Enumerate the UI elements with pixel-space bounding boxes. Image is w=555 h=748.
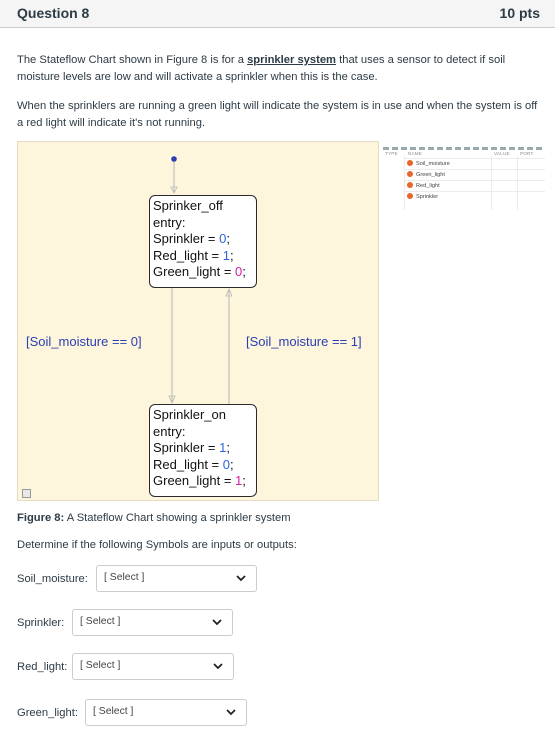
- label-sprinkler: Sprinkler:: [17, 617, 65, 629]
- transition-arrows: [168, 156, 233, 405]
- question-row-green-light: Green_light: [ Select ]: [17, 699, 249, 726]
- symbol-row[interactable]: Red_light: [405, 180, 545, 191]
- symbols-header-name: NAME: [408, 151, 423, 156]
- state-off-line-1: Sprinkler = 0;: [153, 231, 230, 246]
- symbol-row[interactable]: Sprinkler: [405, 191, 545, 202]
- question-title: Question 8: [17, 5, 90, 21]
- state-off-name: Sprinker_off: [153, 198, 223, 213]
- question-header: Question 8 10 pts: [0, 0, 555, 28]
- state-on-line-1: Sprinkler = 1;: [153, 440, 230, 455]
- stateflow-figure: Sprinker_off entry: Sprinkler = 0; Red_l…: [17, 141, 379, 501]
- question-points: 10 pts: [499, 5, 540, 21]
- question-paragraph-1: The Stateflow Chart shown in Figure 8 is…: [17, 54, 506, 83]
- question-row-sprinkler: Sprinkler: [ Select ]: [17, 609, 237, 636]
- symbol-row[interactable]: Green_light: [405, 169, 545, 180]
- label-red-light: Red_light:: [17, 661, 68, 673]
- state-off-entry: entry:: [153, 214, 186, 230]
- instruction-text: Determine if the following Symbols are i…: [17, 539, 297, 551]
- question-paragraph-2: When the sprinklers are running a green …: [17, 100, 538, 129]
- state-on-line-2: Red_light = 0;: [153, 456, 234, 472]
- data-icon: [407, 160, 413, 167]
- symbols-table: TYPE NAME VALUE PORT Soil_moisture Green…: [383, 147, 545, 220]
- state-on-line-3: Green_light = 1;: [153, 473, 246, 488]
- chevron-down-icon: [226, 709, 236, 716]
- select-red-light[interactable]: [ Select ]: [72, 653, 234, 680]
- state-sprinkler-on: Sprinkler_on entry: Sprinkler = 1; Red_l…: [149, 404, 257, 497]
- state-on-name: Sprinkler_on: [153, 407, 226, 422]
- symbols-header-value: VALUE: [494, 151, 510, 156]
- transition-label-soil-1: [Soil_moisture == 1]: [246, 334, 362, 349]
- chevron-down-icon: [236, 575, 246, 582]
- question-row-soil-moisture: Soil_moisture: [ Select ]: [17, 565, 262, 592]
- sprinkler-system-link[interactable]: sprinkler system: [247, 54, 337, 66]
- symbols-header-port: PORT: [520, 151, 534, 156]
- expand-icon: [22, 489, 31, 498]
- question-row-red-light: Red_light: [ Select ]: [17, 653, 237, 680]
- select-sprinkler[interactable]: [ Select ]: [72, 609, 233, 636]
- select-green-light[interactable]: [ Select ]: [85, 699, 247, 726]
- toolbar-strip: [383, 147, 545, 150]
- label-soil-moisture: Soil_moisture:: [17, 573, 88, 585]
- state-off-line-3: Green_light = 0;: [153, 264, 246, 279]
- chevron-down-icon: [213, 663, 223, 670]
- transition-label-soil-0: [Soil_moisture == 0]: [26, 334, 142, 349]
- state-off-line-2: Red_light = 1;: [153, 247, 234, 263]
- figure-caption: Figure 8: A Stateflow Chart showing a sp…: [17, 512, 291, 524]
- select-soil-moisture[interactable]: [ Select ]: [96, 565, 257, 592]
- label-green-light: Green_light:: [17, 707, 78, 719]
- data-icon: [407, 182, 413, 189]
- symbol-row[interactable]: Soil_moisture: [405, 158, 545, 169]
- state-on-entry: entry:: [153, 423, 186, 439]
- data-icon: [407, 171, 413, 178]
- symbols-header-type: TYPE: [385, 151, 398, 156]
- chevron-down-icon: [212, 619, 222, 626]
- state-sprinkler-off: Sprinker_off entry: Sprinkler = 0; Red_l…: [149, 195, 257, 288]
- data-icon: [407, 193, 413, 200]
